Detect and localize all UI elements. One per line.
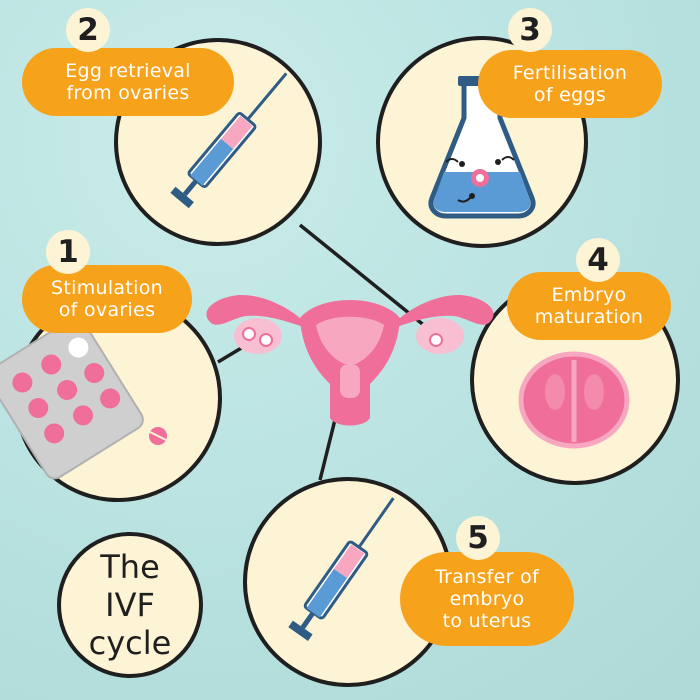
step-number-3: 3: [519, 12, 541, 48]
diagram-title: The IVF cycle: [88, 548, 172, 662]
flask-icon: [428, 76, 536, 219]
number-disc-step-1: [46, 230, 90, 274]
step-label-2: Egg retrieval from ovaries: [65, 60, 191, 104]
number-disc-step-2: [66, 8, 110, 52]
embryo-icon: [518, 351, 630, 449]
step-label-1: Stimulation of ovaries: [51, 277, 163, 321]
label-pill-step-1: [22, 265, 192, 333]
circle-title: [57, 532, 203, 678]
number-disc-step-5: [456, 516, 500, 560]
step-number-2: 2: [77, 12, 99, 48]
label-pill-step-4: [507, 272, 671, 340]
syringe-icon: [288, 497, 395, 641]
pill-blister-icon: [0, 317, 144, 480]
label-pill-step-2: [22, 48, 234, 116]
label-pill-step-5: [400, 552, 574, 646]
label-pills: [22, 48, 671, 646]
number-discs: [46, 8, 620, 560]
step-number-1: 1: [57, 234, 79, 270]
number-disc-step-3: [508, 8, 552, 52]
step-label-4: Embryo maturation: [534, 284, 644, 328]
step-number-5: 5: [467, 520, 489, 556]
label-pill-step-3: [478, 50, 662, 118]
number-disc-step-4: [576, 238, 620, 282]
syringe-icon: [170, 72, 288, 209]
step-label-5: Transfer of embryo to uterus: [434, 566, 540, 632]
uterus-icon: [206, 294, 494, 426]
step-number-4: 4: [587, 242, 609, 278]
step-label-3: Fertilisation of eggs: [512, 62, 628, 106]
